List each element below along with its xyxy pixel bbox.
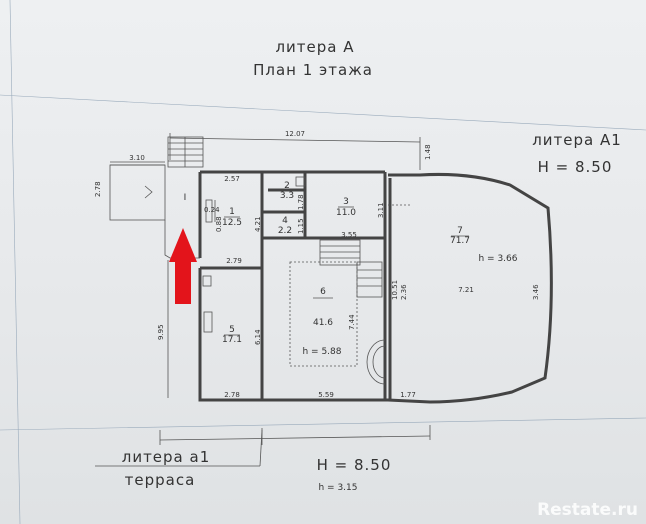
room-6-height: h = 5.88 xyxy=(302,347,341,357)
room-6-num: 6 xyxy=(320,287,326,297)
dim-r1-height: 4.21 xyxy=(254,216,262,232)
room-4-area: 2.2 xyxy=(278,226,292,236)
terrace-label-group: литера а1 терраса H = 8.50 h = 3.15 xyxy=(95,429,392,493)
dim-r6-height: 7.44 xyxy=(348,314,356,330)
entry-label: I xyxy=(184,193,187,203)
main-stair xyxy=(319,239,383,298)
terrace-height: H = 8.50 xyxy=(317,456,392,474)
dim-a1-right: 3.46 xyxy=(532,284,540,300)
room-7-height: h = 3.66 xyxy=(478,254,517,264)
dim-bottom-left: 2.78 xyxy=(224,391,240,399)
dim-r1-width: 2.57 xyxy=(224,175,240,183)
dim-bottom-mid: 5.59 xyxy=(318,391,334,399)
dim-r5-height: 6.14 xyxy=(254,329,262,345)
title-line-1: литера А xyxy=(275,38,354,56)
room-7-num: 7 xyxy=(457,226,463,236)
dim-a1-left-a: 10.51 xyxy=(391,280,399,300)
annex-label: литера А1 xyxy=(532,131,622,149)
dim-r2-side: 1.78 xyxy=(297,194,305,210)
dim-r1-side: 0.24 xyxy=(204,206,220,214)
dim-top-right: 1.48 xyxy=(424,144,432,160)
dim-r4-side: 1.15 xyxy=(297,218,305,234)
top-dimension: 12.07 1.48 xyxy=(169,130,432,170)
dim-entry-width: 3.10 xyxy=(129,154,145,162)
room-1-area: 12.5 xyxy=(222,218,242,228)
main-building-walls xyxy=(198,170,390,402)
terrace-name: терраса xyxy=(125,471,196,489)
dim-left-height: 9.95 xyxy=(157,324,165,340)
room-2-num: 2 xyxy=(284,181,290,191)
dim-a1-mid: 7.21 xyxy=(458,286,474,294)
dimensions: 2.57 0.24 0.88 4.21 1.78 3.11 1.15 3.55 … xyxy=(157,175,540,399)
dim-stair-width: 3.55 xyxy=(341,231,357,239)
dim-r5-width-top: 2.79 xyxy=(226,257,242,265)
dim-r1-door: 0.88 xyxy=(215,216,223,232)
hall-details xyxy=(289,239,386,385)
room-3-area: 11.0 xyxy=(336,208,356,218)
room-3-num: 3 xyxy=(343,197,349,207)
title-line-2: План 1 этажа xyxy=(253,61,373,79)
dim-top-width: 12.07 xyxy=(285,130,305,138)
room-4-num: 4 xyxy=(282,216,288,226)
watermark-logo: Restate.ru xyxy=(537,500,638,520)
bottom-dimension xyxy=(159,425,431,445)
terrace-label: литера а1 xyxy=(122,448,211,466)
dim-a1-left-b: 2.36 xyxy=(400,284,408,300)
dim-entry-depth: 2.78 xyxy=(94,181,102,197)
room-7-area: 71.7 xyxy=(450,236,470,246)
room-2-area: 3.3 xyxy=(280,191,294,201)
room-1-num: 1 xyxy=(229,207,235,217)
room-5-area: 17.1 xyxy=(222,335,242,345)
porch-steps xyxy=(167,136,204,168)
red-arrow-icon xyxy=(169,228,197,304)
room-5-num: 5 xyxy=(229,325,235,335)
dim-bottom-right: 1.77 xyxy=(400,391,416,399)
dim-r3-height: 3.11 xyxy=(377,202,385,218)
spiral-stair xyxy=(366,339,386,385)
annex-height: H = 8.50 xyxy=(538,158,613,176)
terrace-sub-height: h = 3.15 xyxy=(318,483,357,493)
room-6-area: 41.6 xyxy=(313,318,333,328)
annex-a1-walls xyxy=(387,172,553,404)
room-labels: 1 12.5 2 3.3 3 11.0 4 2.2 5 17.1 6 41.6 … xyxy=(222,181,518,357)
